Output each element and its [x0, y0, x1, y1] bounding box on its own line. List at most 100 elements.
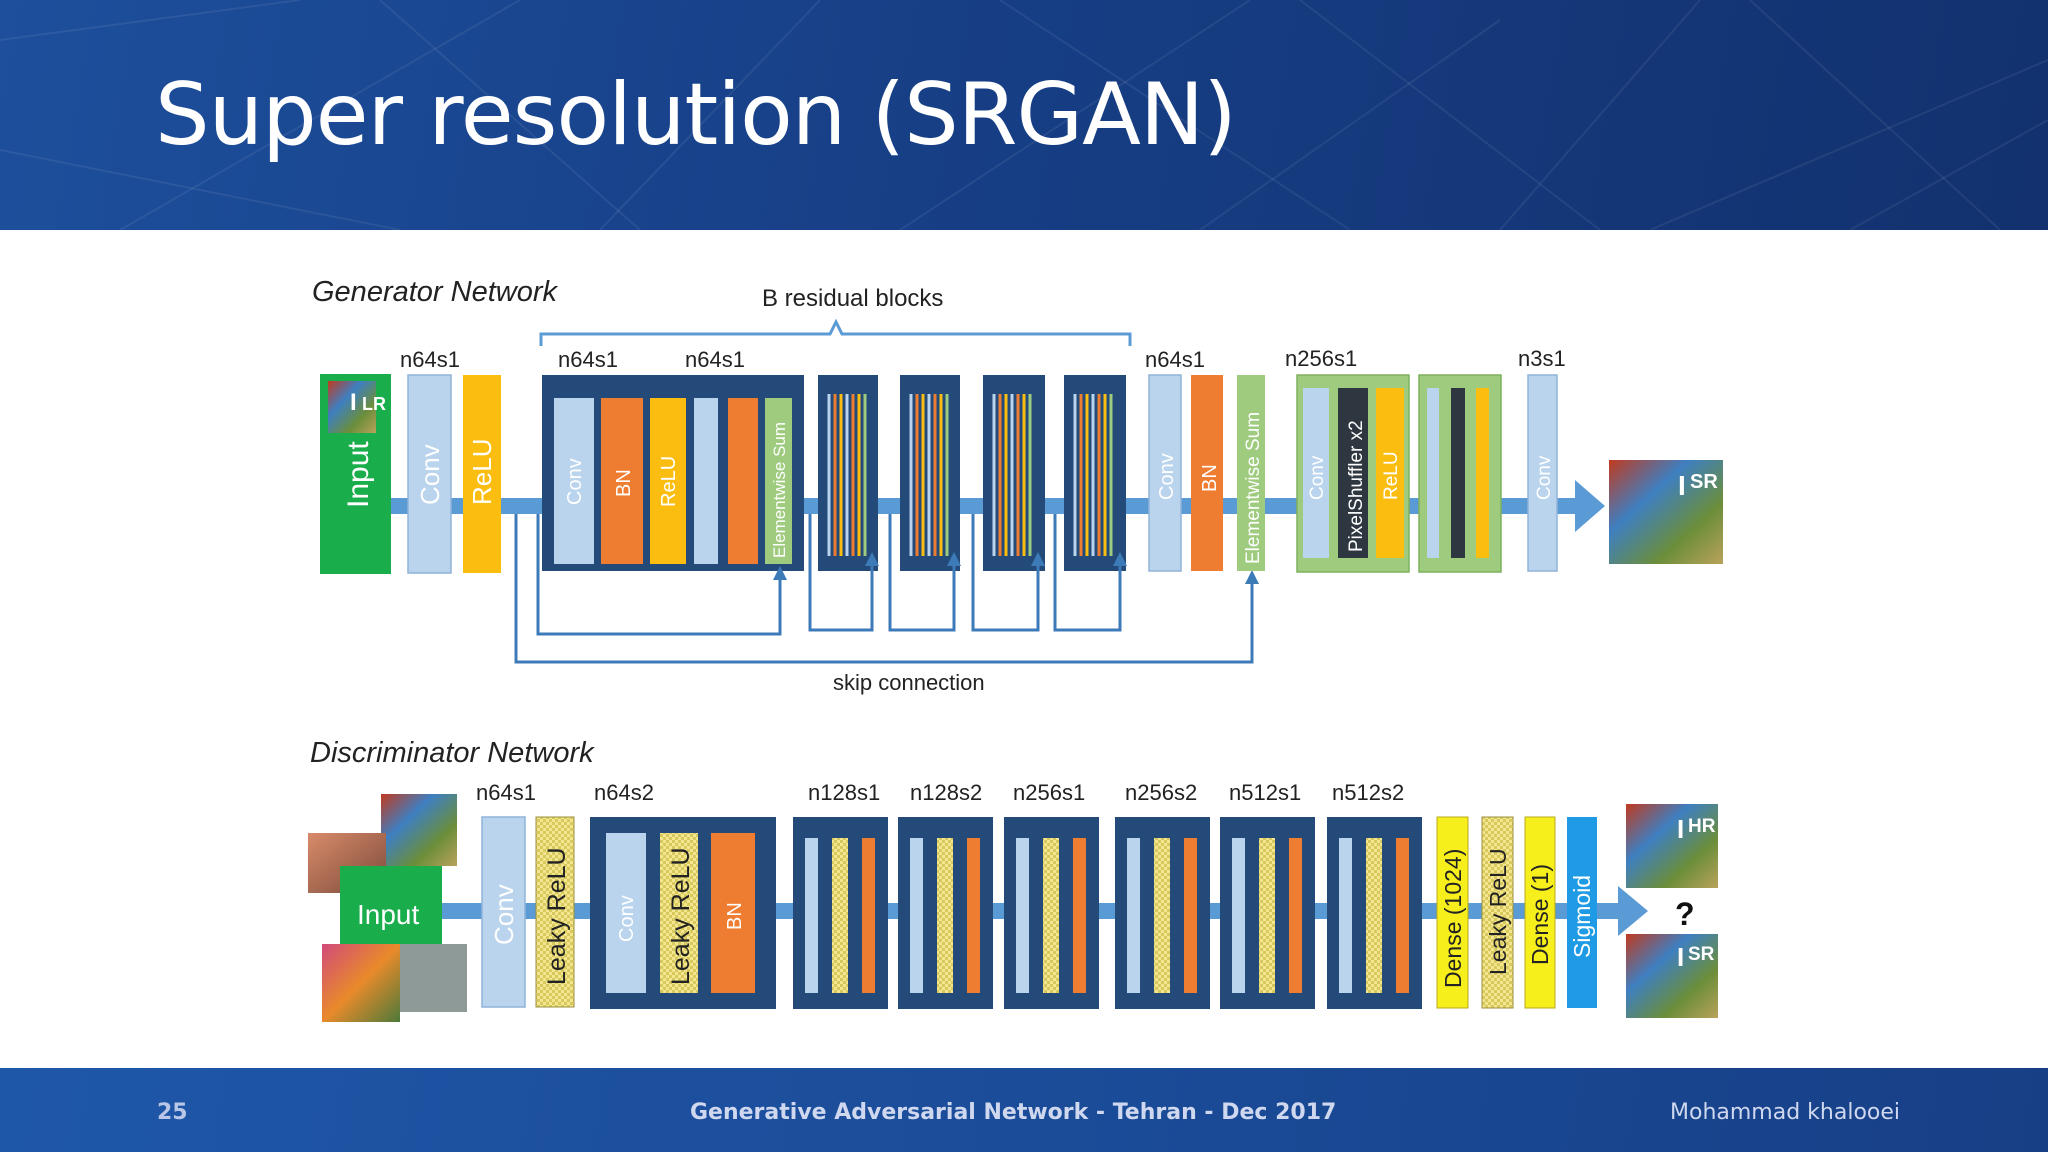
up-pixelshuffler: [1338, 388, 1368, 558]
residual-label: B residual blocks: [762, 285, 943, 312]
gen-conv-1: [407, 374, 452, 574]
disc-sr-symbol: I: [1677, 942, 1684, 972]
disc-sr-label: SR: [1688, 944, 1715, 965]
disc-leaky-2-label: Leaky ReLU: [1485, 848, 1511, 975]
up-conv-label: Conv: [1307, 455, 1328, 500]
discriminator-input-label: Input: [357, 899, 419, 930]
gen-esum: [1237, 375, 1265, 571]
gen-param-3: n64s1: [685, 347, 745, 372]
residual-brace: [539, 318, 1132, 346]
gen-conv-final-label: Conv: [1534, 455, 1555, 500]
sr-image: [1609, 460, 1723, 564]
disc-param-4: n128s2: [910, 780, 982, 805]
res-conv-1-label: Conv: [564, 458, 586, 505]
input-image-mandrill: [381, 794, 457, 866]
disc-param-1: n64s1: [476, 780, 536, 805]
event-info: Generative Adversarial Network - Tehran …: [690, 1100, 1337, 1125]
lr-symbol: I: [350, 389, 357, 416]
hr-label: HR: [1688, 816, 1716, 837]
upsample-block-2: [1418, 374, 1502, 573]
gen-param-5: n256s1: [1285, 346, 1357, 371]
skip-label: skip connection: [833, 670, 985, 695]
right-arrow-icon: [1575, 480, 1605, 532]
res-conv-1: [554, 398, 594, 564]
generator-output-image: I SR: [1609, 460, 1723, 564]
disc-block-conv: [606, 833, 646, 993]
disc-param-8: n512s2: [1332, 780, 1404, 805]
disc-sigmoid-label: Sigmoid: [1569, 875, 1595, 958]
lr-image: [328, 381, 376, 433]
sr-image-group: I SR: [1626, 934, 1718, 1018]
disc-block-conv-label: Conv: [616, 895, 638, 942]
up-pixelshuffler-label: PixelShuffler x2: [1346, 420, 1367, 552]
disc-conv-1: [481, 816, 526, 1008]
res-conv-2: [694, 398, 718, 564]
real-or-fake-question: ?: [1675, 896, 1695, 932]
gen-param-1: n64s1: [400, 347, 460, 372]
res-relu-1: [650, 398, 686, 564]
disc-dense-1024: [1436, 816, 1469, 1009]
disc-block-4: [1004, 817, 1099, 1009]
gen-bn-1-label: BN: [1199, 464, 1221, 492]
disc-block-1: Conv Leaky ReLU BN: [590, 817, 776, 1009]
res-esum-label: Elementwise Sum: [770, 422, 789, 558]
gen-param-2: n64s1: [558, 347, 618, 372]
disc-block-leaky-label: Leaky ReLU: [667, 847, 695, 985]
header-pattern: [0, 0, 2048, 230]
disc-block-bn-label: BN: [724, 902, 746, 930]
generator-input-label: Input: [342, 441, 375, 508]
disc-leaky-2: [1481, 816, 1514, 1009]
slide-header: Super resolution (SRGAN): [0, 0, 2048, 230]
disc-param-2: n64s2: [594, 780, 654, 805]
disc-block-2: [793, 817, 888, 1009]
disc-param-6: n256s2: [1125, 780, 1197, 805]
gen-conv-final: [1527, 374, 1558, 572]
disc-leaky-1-label: Leaky ReLU: [543, 847, 571, 985]
skip-connections: [514, 514, 1254, 664]
page-number: 25: [157, 1100, 188, 1125]
disc-dense-1-label: Dense (1): [1527, 864, 1553, 965]
gen-param-4: n64s1: [1145, 347, 1205, 372]
gen-conv-2: [1148, 374, 1182, 572]
up-relu: [1376, 388, 1404, 558]
disc-dense-1024-label: Dense (1024): [1440, 849, 1466, 988]
lr-label: LR: [362, 394, 386, 414]
disc-block-5: [1115, 817, 1210, 1009]
res-bn-2: [728, 398, 758, 564]
input-image-butterfly: [322, 944, 400, 1022]
disc-leaky-1: [535, 816, 575, 1008]
disc-param-3: n128s1: [808, 780, 880, 805]
generator-input: Input I LR: [320, 374, 391, 574]
disc-param-7: n512s1: [1229, 780, 1301, 805]
input-image-boat: [400, 944, 467, 1012]
disc-block-7: [1327, 817, 1422, 1009]
generator-network: Generator Network Input I LR n64s1 Conv …: [312, 276, 1723, 695]
disc-block-6: [1220, 817, 1315, 1009]
author-name: Mohammad khalooei: [1670, 1100, 1901, 1125]
generator-heading: Generator Network: [312, 276, 558, 308]
discriminator-input: Input: [308, 794, 467, 1022]
hr-image-group: I HR: [1626, 804, 1718, 888]
disc-block-3: [898, 817, 993, 1009]
gen-bn-1: [1191, 375, 1223, 571]
gen-param-6: n3s1: [1518, 346, 1566, 371]
disc-sigmoid: [1567, 817, 1597, 1008]
hr-symbol: I: [1677, 814, 1684, 844]
disc-dense-1: [1524, 816, 1556, 1009]
disc-param-5: n256s1: [1013, 780, 1085, 805]
up-conv: [1303, 388, 1329, 558]
gen-relu-1: [463, 375, 501, 573]
disc-block-leaky: [660, 833, 698, 993]
res-relu-1-label: ReLU: [658, 456, 680, 507]
residual-block-2: [818, 375, 878, 571]
gen-esum-label: Elementwise Sum: [1243, 412, 1264, 564]
upsample-block-1: Conv PixelShuffler x2 ReLU: [1296, 374, 1410, 573]
discriminator-input-block: [340, 866, 442, 944]
residual-block-3: [900, 375, 960, 571]
disc-block-bn: [711, 833, 755, 993]
gen-relu-1-label: ReLU: [467, 439, 497, 505]
gen-conv-2-label: Conv: [1156, 453, 1178, 500]
up-relu-label: ReLU: [1381, 451, 1402, 500]
discriminator-network: Discriminator Network Input n64s1 n64s2 …: [308, 737, 1718, 1022]
